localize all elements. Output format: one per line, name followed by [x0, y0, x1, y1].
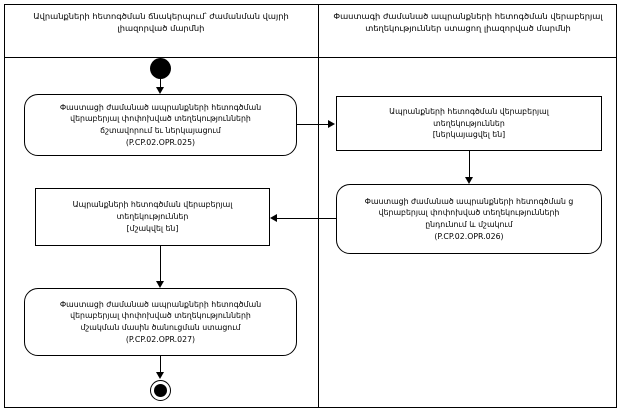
- arrowhead-left-1: [270, 214, 277, 222]
- arrowhead-down-4: [156, 372, 164, 379]
- initial-node[interactable]: [150, 58, 171, 79]
- edge-object-1-to-activity-2: [469, 151, 470, 180]
- edge-object-2-to-activity-3: [160, 246, 161, 283]
- arrowhead-down-2: [465, 177, 473, 184]
- edge-start-to-activity-1: [160, 79, 161, 89]
- swimlane-divider: [318, 4, 319, 408]
- edge-activity-3-to-end: [160, 356, 161, 376]
- activity-node-2[interactable]: Փաստացի ժամանած ապրանքների հետոգծման ց վ…: [336, 184, 602, 254]
- edge-activity-1-to-object-1: [297, 124, 329, 125]
- arrowhead-right-1: [328, 120, 335, 128]
- swimlane-title-left: Ավրանքների հետոգծման ճնակերպում՝ ժամանմա…: [33, 11, 289, 34]
- activity-node-1-label: Փաստացի ժամանած ապրանքների հետոգծման վեր…: [59, 102, 262, 147]
- object-node-2[interactable]: Ապրանքների հետոգծման վերաբերյալ տեղեկութ…: [35, 188, 270, 246]
- swimlane-header-separator-right: [318, 57, 617, 58]
- arrowhead-down-3: [156, 281, 164, 288]
- arrowhead-down-1: [156, 87, 164, 94]
- activity-node-3-label: Փաստացի ժամանած ապրանքների հետոգծման վեր…: [59, 299, 262, 344]
- edge-activity-2-to-object-2: [277, 218, 336, 219]
- object-node-1-label: Ապրանքների հետոգծման վերաբերյալ տեղեկութ…: [389, 106, 549, 140]
- swimlane-header-separator-left: [4, 57, 319, 58]
- object-node-2-label: Ապրանքների հետոգծման վերաբերյալ տեղեկութ…: [72, 200, 233, 233]
- activity-node-1[interactable]: Փաստացի ժամանած ապրանքների հետոգծման վեր…: [24, 94, 297, 156]
- final-node-inner: [154, 384, 167, 397]
- activity-node-3[interactable]: Փաստացի ժամանած ապրանքների հետոգծման վեր…: [24, 288, 297, 356]
- swimlane-title-right: Փաստագի ժամանած ապրանքների հետոգծման վեր…: [333, 11, 603, 34]
- object-node-1[interactable]: Ապրանքների հետոգծման վերաբերյալ տեղեկութ…: [336, 96, 602, 151]
- diagram-border: [4, 4, 617, 408]
- activity-node-2-label: Փաստացի ժամանած ապրանքների հետոգծման ց վ…: [364, 196, 574, 241]
